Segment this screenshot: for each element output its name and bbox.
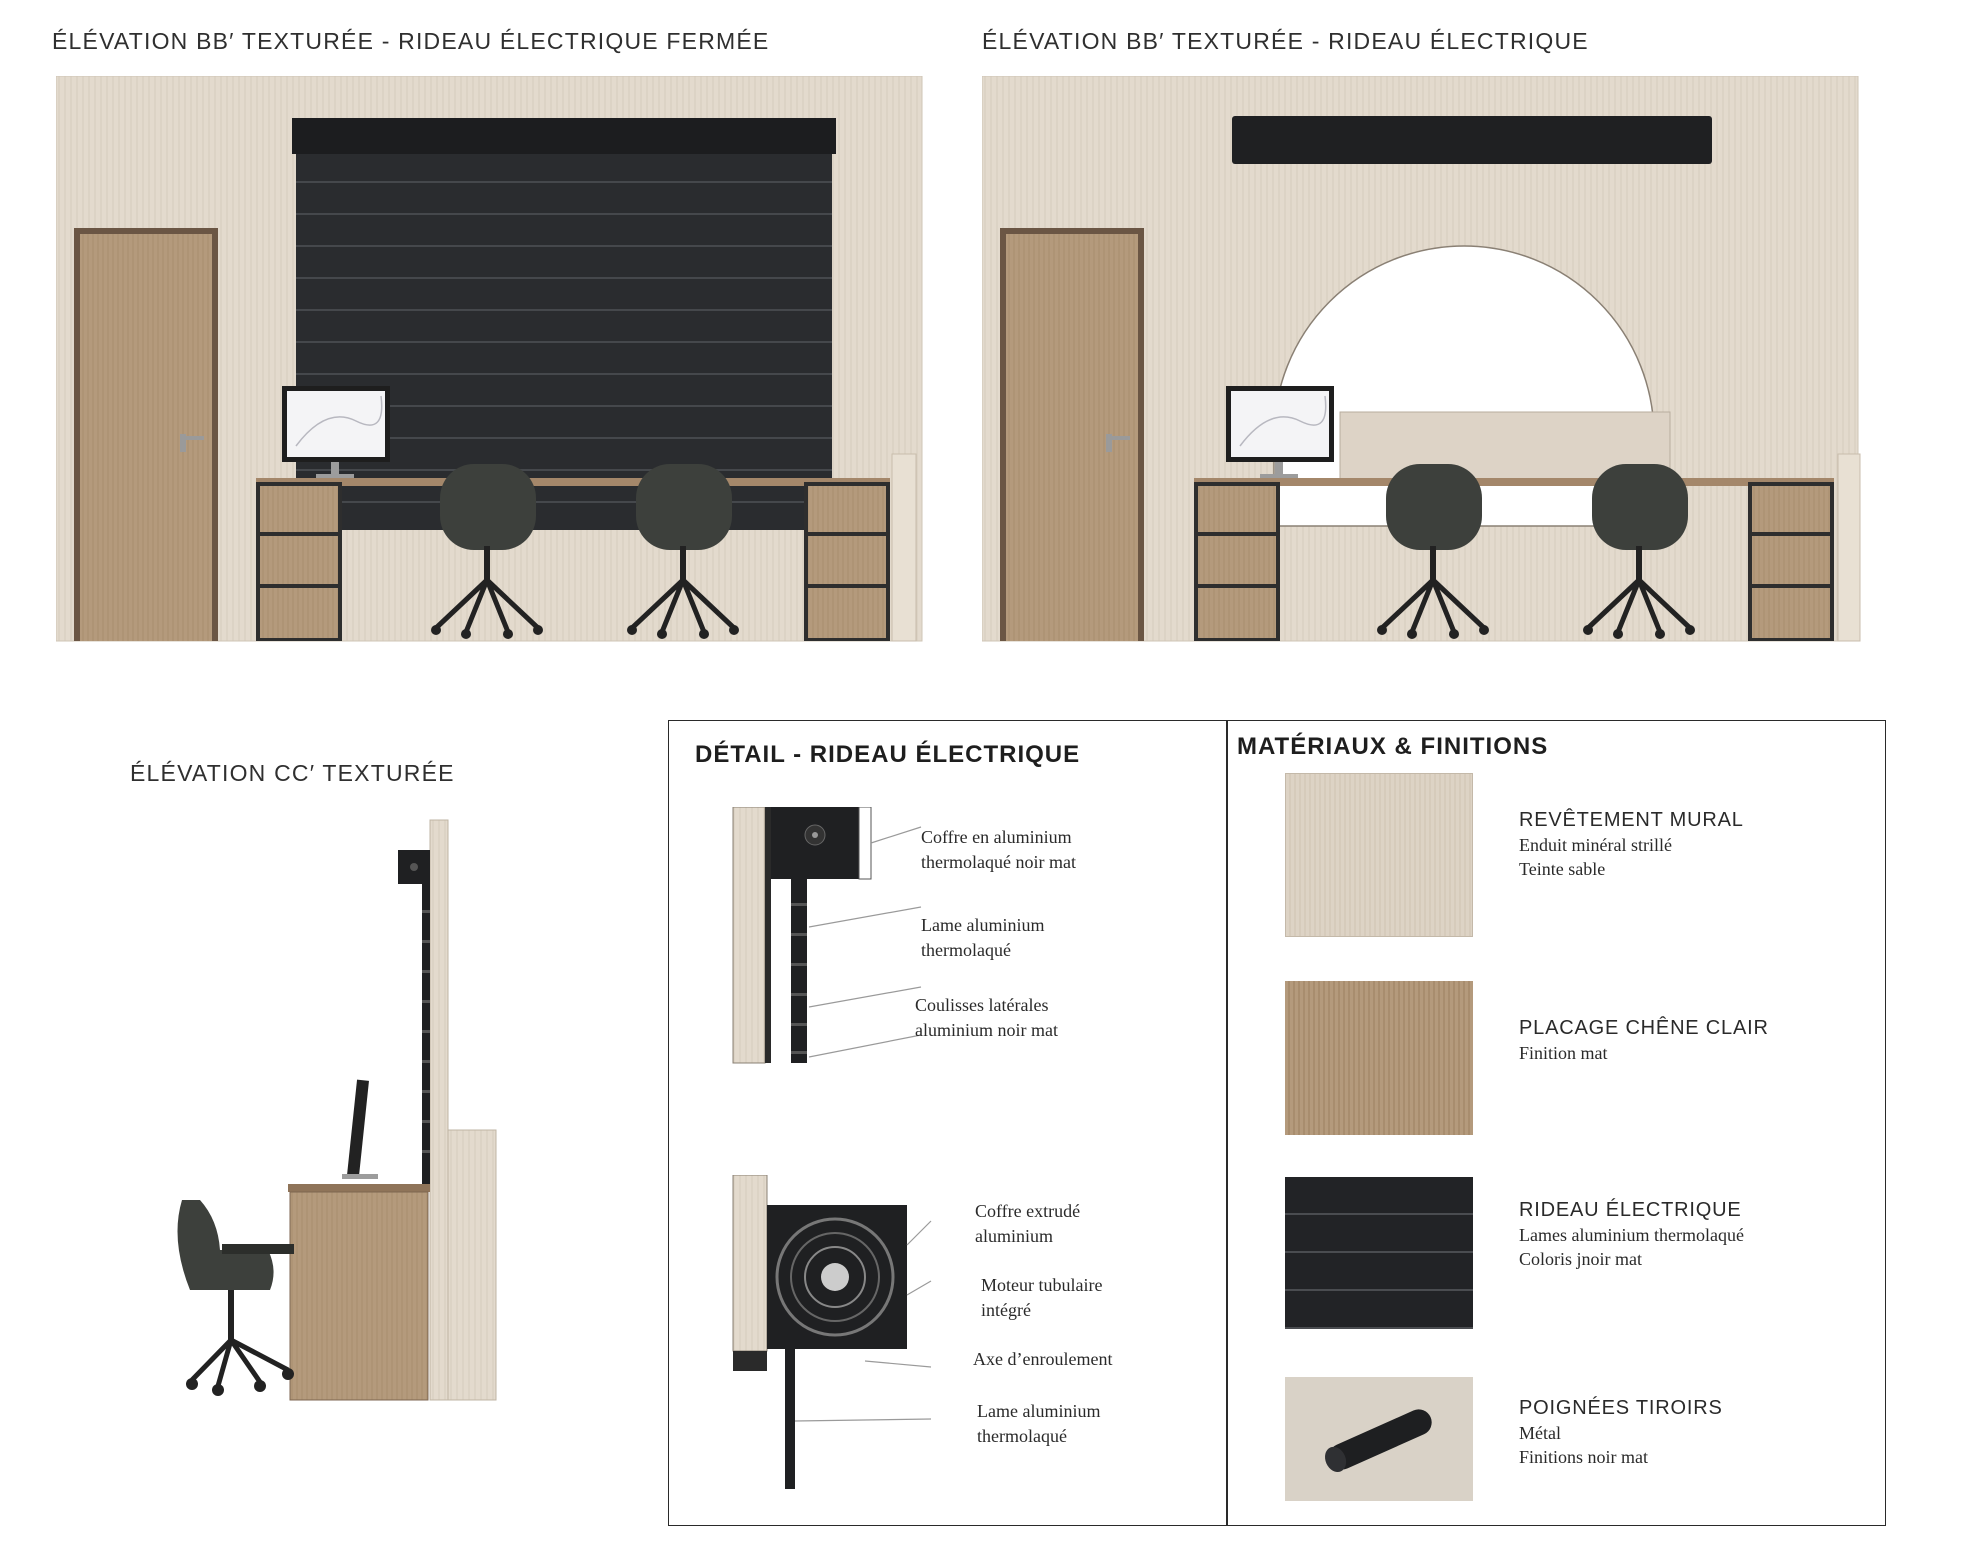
material-desc-oak-1: Finition mat [1519, 1043, 1608, 1063]
shutter-box [1232, 116, 1712, 164]
material-name-shutter: RIDEAU ÉLECTRIQUE [1519, 1199, 1742, 1221]
elevation-bb-open-drawing [982, 76, 1862, 646]
elevation-cc-drawing [160, 800, 540, 1420]
callout-tubular-motor: Moteur tubulaire intégré [981, 1275, 1103, 1320]
callout-extruded-box: Coffre extrudé aluminium [975, 1201, 1081, 1246]
material-name-oak: PLACAGE CHÊNE CLAIR [1519, 1017, 1769, 1039]
callout-slat-top: Lame aluminium thermolaqué [921, 915, 1045, 960]
elevation-bb-open-title: ÉLÉVATION BB′ TEXTURÉE - RIDEAU ÉLECTRIQ… [982, 28, 1589, 54]
swatch-handle [1285, 1377, 1473, 1501]
monitor [282, 386, 390, 478]
swatch-shutter-slats [1285, 1177, 1473, 1329]
frame-divider [1226, 721, 1228, 1525]
material-desc-handle-1: Métal [1519, 1423, 1561, 1443]
callout-box-top: Coffre en aluminium thermolaqué noir mat [921, 827, 1076, 872]
material-desc-wall-2: Teinte sable [1519, 859, 1606, 879]
callout-side-rails: Coulisses latérales aluminium noir mat [915, 995, 1058, 1040]
shutter-section-drawing [732, 807, 922, 1064]
material-name-handle: POIGNÉES TIROIRS [1519, 1397, 1723, 1419]
chair-left [1377, 464, 1489, 639]
materials-title: MATÉRIAUX & FINITIONS [1237, 733, 1549, 760]
swatch-plaster [1285, 773, 1473, 937]
chair-right [1583, 464, 1695, 639]
closed-shutter [292, 118, 836, 530]
material-name-wall: REVÊTEMENT MURAL [1519, 809, 1744, 831]
chair-right [627, 464, 739, 639]
elevation-bb-closed-drawing [56, 76, 926, 646]
motor-section-drawing [732, 1175, 932, 1489]
desk [256, 453, 917, 642]
door [1000, 228, 1144, 641]
callout-winding-axis: Axe d’enroulement [973, 1349, 1113, 1369]
desk [1194, 453, 1861, 642]
material-desc-wall-1: Enduit minéral strillé [1519, 835, 1672, 855]
elevation-bb-closed-title: ÉLÉVATION BB′ TEXTURÉE - RIDEAU ÉLECTRIQ… [52, 28, 770, 54]
material-desc-shutter-2: Coloris jnoir mat [1519, 1249, 1642, 1269]
elevation-cc-title: ÉLÉVATION CC′ TEXTURÉE [130, 760, 455, 786]
swatch-oak [1285, 981, 1473, 1135]
detail-materials-frame: DÉTAIL - RIDEAU ÉLECTRIQUE MATÉRIAUX & F… [668, 720, 1886, 1526]
material-desc-shutter-1: Lames aluminium thermolaqué [1519, 1225, 1744, 1245]
material-desc-handle-2: Finitions noir mat [1519, 1447, 1649, 1467]
monitor [1226, 386, 1334, 478]
detail-title: DÉTAIL - RIDEAU ÉLECTRIQUE [695, 741, 1081, 768]
chair-left [431, 464, 543, 639]
door [74, 228, 218, 641]
callout-slat-bottom: Lame aluminium thermolaqué [977, 1401, 1101, 1446]
chair-side [177, 1200, 294, 1396]
